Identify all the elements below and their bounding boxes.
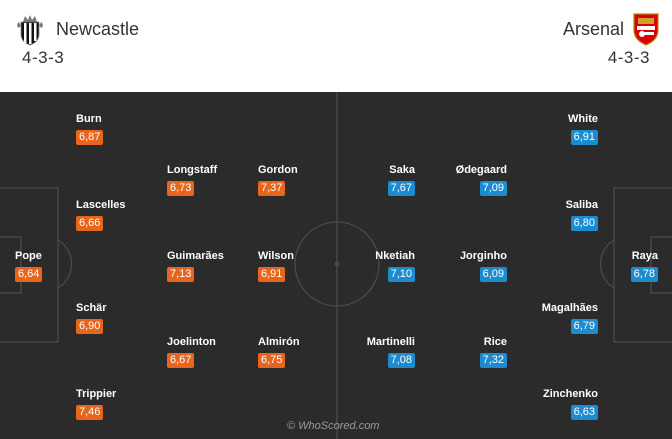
- player-rating: 6,90: [76, 319, 104, 334]
- player-name: Ødegaard: [455, 164, 507, 176]
- player-odegaard[interactable]: Ødegaard 7,09: [427, 164, 507, 200]
- player-rating: 6,67: [167, 353, 195, 368]
- home-team-name[interactable]: Newcastle: [56, 19, 140, 39]
- player-name: Joelinton: [167, 336, 216, 348]
- player-name: Trippier: [76, 388, 117, 400]
- player-jorginho[interactable]: Jorginho 6,09: [427, 250, 507, 286]
- player-white[interactable]: White 6,91: [518, 113, 598, 149]
- player-name: Saliba: [565, 199, 598, 211]
- player-rating: 7,46: [76, 405, 104, 420]
- away-team-name[interactable]: Arsenal: [562, 19, 624, 39]
- player-guimaraes[interactable]: Guimarães 7,13: [167, 250, 247, 286]
- player-name: Lascelles: [76, 199, 126, 211]
- player-name: Burn: [76, 113, 102, 125]
- player-burn[interactable]: Burn 6,87: [76, 113, 156, 149]
- player-raya[interactable]: Raya 6,78: [578, 250, 658, 286]
- player-rating: 7,13: [167, 267, 195, 282]
- player-rating: 6,64: [15, 267, 43, 282]
- player-martinelli[interactable]: Martinelli 7,08: [335, 336, 415, 372]
- away-formation: 4-3-3: [607, 48, 650, 67]
- player-saka[interactable]: Saka 7,67: [335, 164, 415, 200]
- player-name: Magalhães: [541, 302, 598, 314]
- player-name: Rice: [483, 336, 507, 348]
- player-pope[interactable]: Pope 6,64: [15, 250, 95, 286]
- player-rating: 6,63: [570, 405, 598, 420]
- player-rice[interactable]: Rice 7,32: [427, 336, 507, 372]
- player-name: Saka: [389, 164, 415, 176]
- player-rating: 6,73: [167, 181, 195, 196]
- player-rating: 7,10: [387, 267, 415, 282]
- player-rating: 6,78: [630, 267, 658, 282]
- player-rating: 7,67: [387, 181, 415, 196]
- player-magalhaes[interactable]: Magalhães 6,79: [518, 302, 598, 338]
- home-formation: 4-3-3: [22, 48, 65, 67]
- player-rating: 6,91: [258, 267, 286, 282]
- player-name: Raya: [631, 250, 658, 262]
- newcastle-crest-icon: [15, 14, 45, 46]
- player-name: Guimarães: [167, 250, 224, 262]
- player-nketiah[interactable]: Nketiah 7,10: [335, 250, 415, 286]
- player-name: Nketiah: [375, 250, 415, 262]
- player-name: Martinelli: [366, 336, 415, 348]
- player-name: Schär: [76, 302, 107, 314]
- player-name: Almirón: [258, 336, 300, 348]
- player-rating: 6,66: [76, 216, 104, 231]
- player-name: Gordon: [258, 164, 298, 176]
- player-name: Wilson: [258, 250, 294, 262]
- player-name: Jorginho: [459, 250, 507, 262]
- player-rating: 6,80: [570, 216, 598, 231]
- player-almiron[interactable]: Almirón 6,75: [258, 336, 338, 372]
- player-rating: 7,37: [258, 181, 286, 196]
- player-name: White: [568, 113, 598, 125]
- pitch-markings: [0, 92, 672, 439]
- player-saliba[interactable]: Saliba 6,80: [518, 199, 598, 235]
- player-rating: 7,08: [387, 353, 415, 368]
- player-name: Longstaff: [167, 164, 218, 176]
- player-name: Pope: [15, 250, 42, 262]
- player-wilson[interactable]: Wilson 6,91: [258, 250, 338, 286]
- player-rating: 6,87: [76, 130, 104, 145]
- player-rating: 7,09: [479, 181, 507, 196]
- player-rating: 6,09: [479, 267, 507, 282]
- player-schar[interactable]: Schär 6,90: [76, 302, 156, 338]
- player-rating: 6,75: [258, 353, 286, 368]
- pitch: Burn 6,87 Longstaff 6,73 Gordon 7,37 Las…: [0, 92, 672, 439]
- match-header: Newcastle 4-3-3 Arsenal 4-3-3: [0, 0, 672, 92]
- player-joelinton[interactable]: Joelinton 6,67: [167, 336, 247, 372]
- player-zinchenko[interactable]: Zinchenko 6,63: [518, 388, 598, 424]
- player-gordon[interactable]: Gordon 7,37: [258, 164, 338, 200]
- player-lascelles[interactable]: Lascelles 6,66: [76, 199, 156, 235]
- player-longstaff[interactable]: Longstaff 6,73: [167, 164, 247, 200]
- player-rating: 7,32: [479, 353, 507, 368]
- player-rating: 6,91: [570, 130, 598, 145]
- player-rating: 6,79: [570, 319, 598, 334]
- watermark: © WhoScored.com: [287, 420, 380, 432]
- player-name: Zinchenko: [542, 388, 598, 400]
- player-trippier[interactable]: Trippier 7,46: [76, 388, 156, 424]
- arsenal-crest-icon: [632, 12, 660, 46]
